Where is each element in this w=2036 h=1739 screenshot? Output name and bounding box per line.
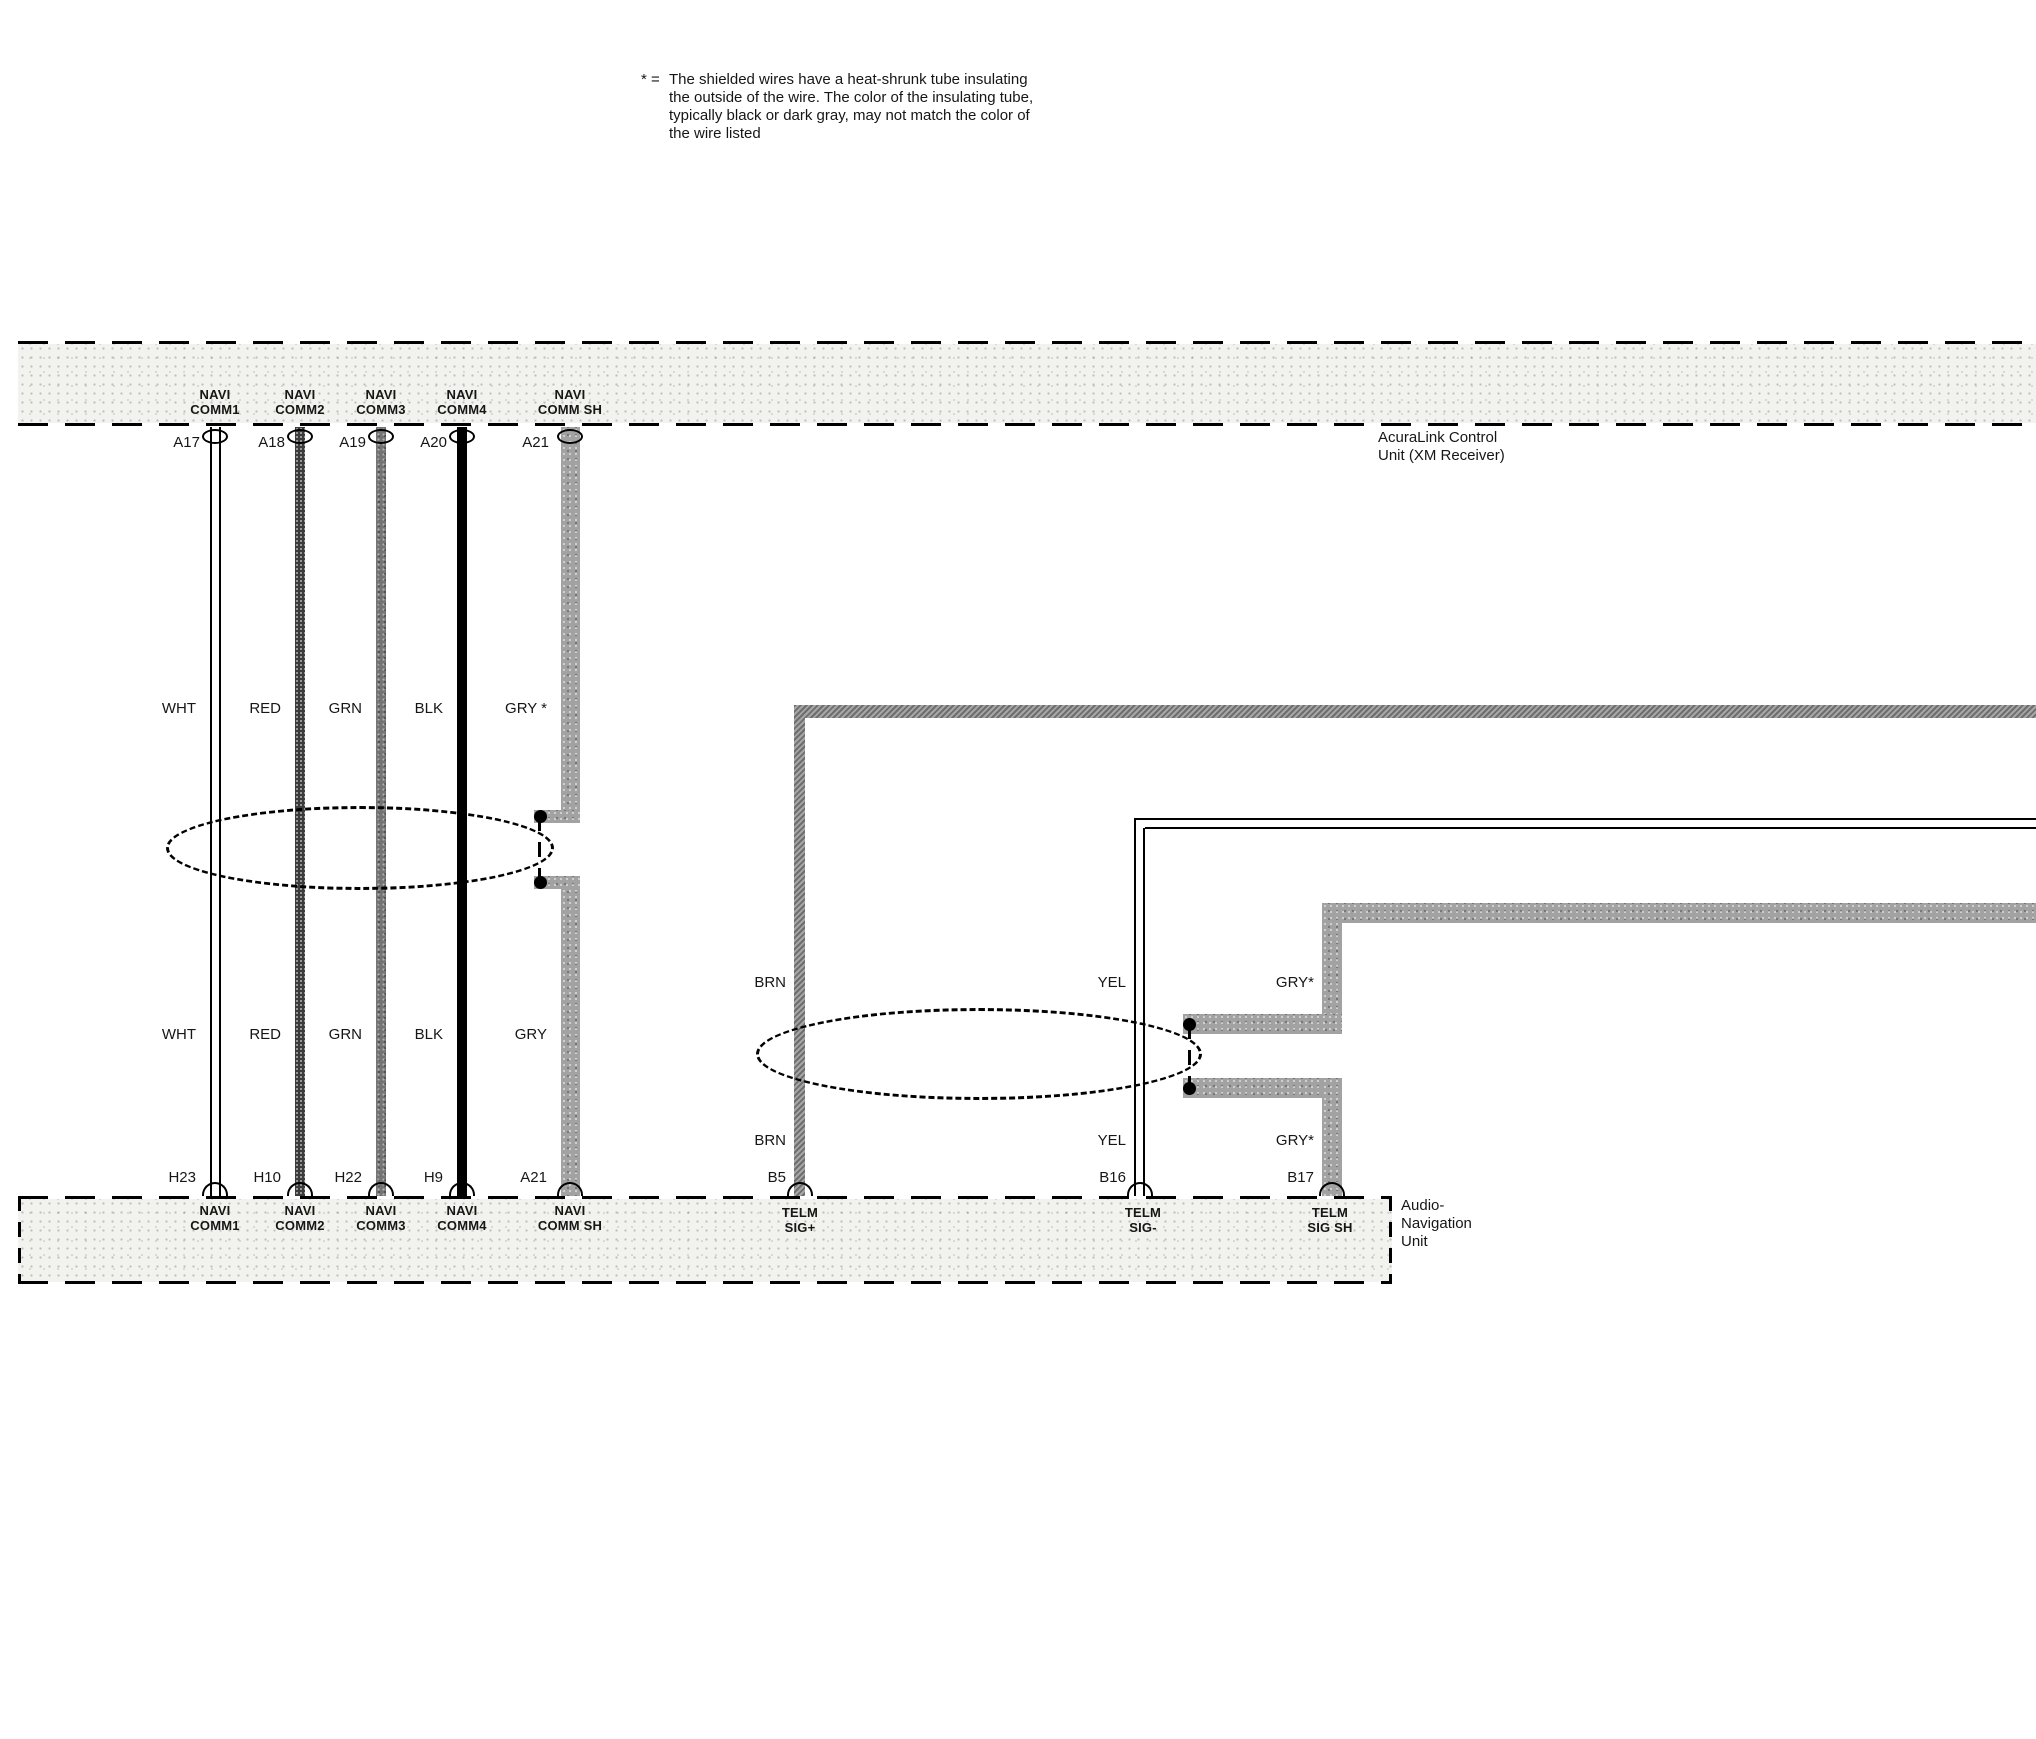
shield-ellipse-left bbox=[166, 806, 554, 890]
color-lower-red: RED bbox=[249, 1026, 281, 1043]
connector-terminal-a18-icon bbox=[287, 429, 313, 444]
wire-telm-sig-sh-gry-upper-vertical bbox=[1322, 903, 1342, 1034]
pin-b16: B16 bbox=[1099, 1169, 1126, 1186]
wire-navi-comm-sh-gry-lower bbox=[561, 876, 580, 1196]
signal-bottom-navi-comm4: NAVI COMM4 bbox=[437, 1203, 487, 1233]
signal-bottom-navi-comm-sh: NAVI COMM SH bbox=[537, 1203, 603, 1233]
pin-h22: H22 bbox=[334, 1169, 362, 1186]
color-upper-gry: GRY * bbox=[505, 700, 547, 717]
wire-telm-sig-minus-yel-vertical bbox=[1134, 828, 1145, 1196]
signal-bottom-telm-sig-minus: TELM SIG- bbox=[1124, 1205, 1162, 1235]
wire-telm-sig-minus-yel-corner bbox=[1134, 818, 1145, 829]
color-upper-yel: YEL bbox=[1097, 974, 1126, 991]
color-upper-red: RED bbox=[249, 700, 281, 717]
connector-terminal-h23-icon bbox=[202, 1182, 228, 1196]
connector-terminal-a21-icon bbox=[557, 429, 583, 444]
shielded-wire-note: The shielded wires have a heat-shrunk tu… bbox=[669, 71, 1034, 142]
color-lower-gry-right: GRY* bbox=[1275, 1132, 1314, 1149]
wire-telm-sig-plus-brn-horizontal bbox=[794, 705, 2036, 718]
signal-top-navi-comm4: NAVI COMM4 bbox=[437, 387, 487, 417]
connector-terminal-a17-icon bbox=[202, 429, 228, 444]
shield-junction-dot-right-top bbox=[1183, 1018, 1196, 1031]
wire-telm-sig-plus-brn-vertical bbox=[794, 705, 805, 1196]
shield-ellipse-right bbox=[756, 1008, 1202, 1100]
note-marker: * = bbox=[641, 71, 660, 88]
wire-telm-sig-minus-yel-horizontal bbox=[1144, 818, 2036, 829]
acuralink-band-bottom-border bbox=[18, 423, 2036, 426]
audio-nav-band-top-border bbox=[18, 1196, 1392, 1199]
color-lower-grn: GRN bbox=[328, 1026, 362, 1043]
signal-bottom-telm-sig-sh: TELM SIG SH bbox=[1307, 1205, 1353, 1235]
connector-terminal-b5-icon bbox=[787, 1182, 813, 1196]
wire-telm-sig-sh-gry-lower-vertical bbox=[1322, 1078, 1342, 1196]
pin-a19: A19 bbox=[339, 434, 366, 451]
connector-terminal-h9-icon bbox=[449, 1182, 475, 1196]
wire-navi-comm-sh-gry-upper bbox=[561, 427, 580, 823]
pin-a20: A20 bbox=[420, 434, 447, 451]
pin-a21-bottom: A21 bbox=[520, 1169, 547, 1186]
audio-nav-band-left-border bbox=[18, 1196, 21, 1284]
pin-h23: H23 bbox=[168, 1169, 196, 1186]
shield-junction-dot-left-top bbox=[534, 810, 547, 823]
shield-chord-right bbox=[1188, 1024, 1191, 1088]
connector-terminal-a21-bottom-icon bbox=[557, 1182, 583, 1196]
shield-stub-upper-right bbox=[1183, 1014, 1342, 1034]
signal-bottom-telm-sig-plus: TELM SIG+ bbox=[781, 1205, 819, 1235]
color-upper-blk: BLK bbox=[414, 700, 443, 717]
pin-b5: B5 bbox=[767, 1169, 786, 1186]
signal-bottom-navi-comm3: NAVI COMM3 bbox=[356, 1203, 406, 1233]
connector-terminal-h10-icon bbox=[287, 1182, 313, 1196]
pin-a17: A17 bbox=[173, 434, 200, 451]
connector-terminal-h22-icon bbox=[368, 1182, 394, 1196]
pin-a21-top: A21 bbox=[522, 434, 549, 451]
connector-terminal-b16-icon bbox=[1127, 1182, 1153, 1196]
audio-nav-band-right-border bbox=[1389, 1196, 1392, 1284]
shield-junction-dot-right-bottom bbox=[1183, 1082, 1196, 1095]
signal-top-navi-comm3: NAVI COMM3 bbox=[356, 387, 406, 417]
wire-navi-comm1-wht bbox=[210, 427, 221, 1196]
signal-top-navi-comm2: NAVI COMM2 bbox=[275, 387, 325, 417]
pin-h9: H9 bbox=[423, 1169, 443, 1186]
wire-telm-sig-sh-gry-horizontal bbox=[1322, 903, 2036, 923]
pin-a18: A18 bbox=[258, 434, 285, 451]
connector-terminal-a20-icon bbox=[449, 429, 475, 444]
audio-nav-band-bottom-border bbox=[18, 1281, 1392, 1284]
shield-chord-left bbox=[538, 816, 541, 882]
color-upper-wht: WHT bbox=[161, 700, 196, 717]
color-lower-yel: YEL bbox=[1097, 1132, 1126, 1149]
color-lower-wht: WHT bbox=[161, 1026, 196, 1043]
signal-top-navi-comm1: NAVI COMM1 bbox=[190, 387, 240, 417]
acuralink-band-top-border bbox=[18, 341, 2036, 344]
color-lower-brn: BRN bbox=[754, 1132, 786, 1149]
shield-junction-dot-left-bottom bbox=[534, 876, 547, 889]
signal-bottom-navi-comm1: NAVI COMM1 bbox=[190, 1203, 240, 1233]
color-lower-gry: GRY bbox=[514, 1026, 547, 1043]
shield-stub-lower-right bbox=[1183, 1078, 1342, 1098]
audio-nav-unit-label: Audio- Navigation Unit bbox=[1401, 1197, 1472, 1250]
connector-terminal-b17-icon bbox=[1319, 1182, 1345, 1196]
connector-terminal-a19-icon bbox=[368, 429, 394, 444]
pin-h10: H10 bbox=[253, 1169, 281, 1186]
audio-nav-unit-band bbox=[18, 1199, 1392, 1282]
acuralink-unit-label: AcuraLink Control Unit (XM Receiver) bbox=[1378, 429, 1505, 464]
pin-b17: B17 bbox=[1287, 1169, 1314, 1186]
color-upper-brn: BRN bbox=[754, 974, 786, 991]
color-lower-blk: BLK bbox=[414, 1026, 443, 1043]
signal-bottom-navi-comm2: NAVI COMM2 bbox=[275, 1203, 325, 1233]
acuralink-unit-band bbox=[18, 344, 2036, 423]
color-upper-grn: GRN bbox=[328, 700, 362, 717]
signal-top-navi-comm-sh: NAVI COMM SH bbox=[537, 387, 603, 417]
color-upper-gry-right: GRY* bbox=[1275, 974, 1314, 991]
